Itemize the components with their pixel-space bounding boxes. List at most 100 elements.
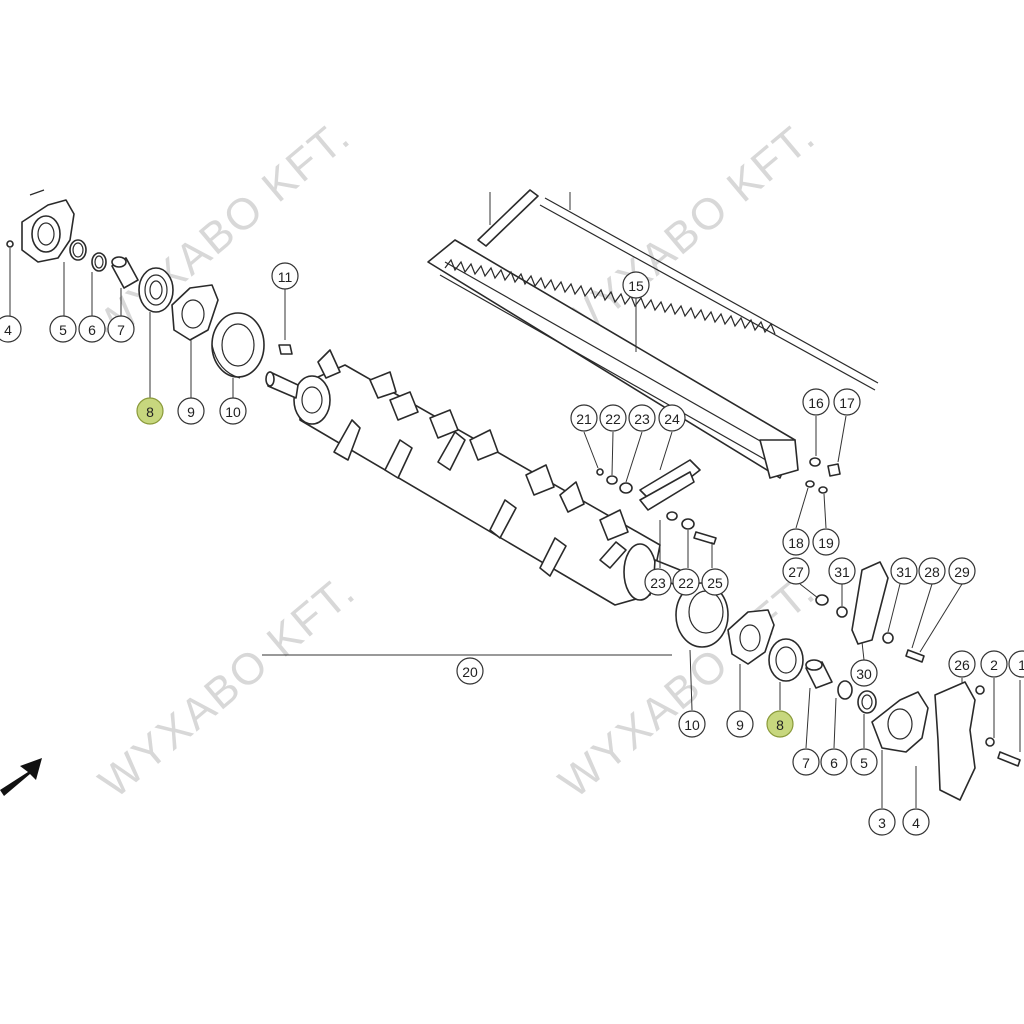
callout-circle (902, 808, 930, 836)
left-bearing (138, 267, 174, 313)
callout-label: 1 (1018, 657, 1024, 673)
callout-circle (678, 710, 706, 738)
callout-label: 20 (462, 664, 478, 680)
callout-label: 3 (878, 815, 886, 831)
callout-label: 9 (187, 404, 195, 420)
callout-label: 28 (924, 564, 940, 580)
callout-label: 8 (146, 404, 154, 420)
callout-label: 30 (856, 666, 872, 682)
callout-circle (948, 650, 976, 678)
callout-circle (850, 748, 878, 776)
callout-18: 18 (782, 528, 810, 556)
callout-4: 4 (0, 315, 22, 343)
callout-circle (980, 650, 1008, 678)
callout-label: 5 (860, 755, 868, 771)
callout-circle (792, 748, 820, 776)
callout-circle (820, 748, 848, 776)
callout-circle (833, 388, 861, 416)
callout-circle (672, 568, 700, 596)
callout-circle (658, 404, 686, 432)
callout-label: 5 (59, 322, 67, 338)
callout-label: 29 (954, 564, 970, 580)
callout-3: 3 (868, 808, 896, 836)
callout-27: 27 (782, 557, 810, 585)
callout-19: 19 (812, 528, 840, 556)
left-cover-ring (211, 312, 265, 378)
callout-circle (918, 557, 946, 585)
callout-circle (456, 657, 484, 685)
callout-label: 26 (954, 657, 970, 673)
callout-circle (107, 315, 135, 343)
callout-16: 16 (802, 388, 830, 416)
right-flange-housing (871, 691, 929, 753)
callout-circle (136, 397, 164, 425)
callout-2: 2 (980, 650, 1008, 678)
pin-11 (278, 288, 293, 355)
callout-circle (782, 557, 810, 585)
callout-22: 22 (672, 568, 700, 596)
callout-circle (644, 568, 672, 596)
right-bearing-flange (727, 609, 775, 665)
callout-1: 1 (1008, 650, 1024, 678)
callout-label: 23 (650, 575, 666, 591)
callout-22: 22 (599, 404, 627, 432)
callout-label: 7 (802, 755, 810, 771)
callout-circle (622, 271, 650, 299)
right-bearing (768, 638, 804, 682)
callout-5: 5 (49, 315, 77, 343)
callout-label: 2 (990, 657, 998, 673)
callout-circle (890, 557, 918, 585)
callout-28: 28 (918, 557, 946, 585)
callout-circle (782, 528, 810, 556)
callout-31: 31 (890, 557, 918, 585)
comb-bar-bracket (477, 189, 539, 247)
callout-circle (868, 808, 896, 836)
rotor-drum (299, 364, 661, 606)
callout-17: 17 (833, 388, 861, 416)
callout-6: 6 (78, 315, 106, 343)
callout-label: 24 (664, 411, 680, 427)
callout-label: 16 (808, 395, 824, 411)
callout-10: 10 (678, 710, 706, 738)
callout-24: 24 (658, 404, 686, 432)
callout-26: 26 (948, 650, 976, 678)
lever-arm-30 (851, 561, 889, 645)
callout-circle (726, 710, 754, 738)
watermark-1: WYXABO KFT. (85, 111, 360, 353)
left-bearing-assembly (6, 189, 265, 398)
left-bearing-flange (171, 284, 219, 341)
callout-circle (828, 557, 856, 585)
callout-25: 25 (701, 568, 729, 596)
callout-circle (78, 315, 106, 343)
callout-21: 21 (570, 404, 598, 432)
callout-label: 4 (4, 322, 12, 338)
callout-label: 10 (684, 717, 700, 733)
callout-circle (701, 568, 729, 596)
watermark-2: WYXABO KFT. (550, 111, 825, 353)
rotor-tines (317, 349, 629, 577)
left-housing-bore (31, 215, 61, 253)
callout-label: 4 (912, 815, 920, 831)
right-bearing-assembly (675, 561, 1021, 808)
callout-circle (49, 315, 77, 343)
callout-5: 5 (850, 748, 878, 776)
callout-31: 31 (828, 557, 856, 585)
callout-30: 30 (850, 659, 878, 687)
callout-circle (850, 659, 878, 687)
callout-circle (812, 528, 840, 556)
callout-circle (0, 315, 22, 343)
callout-label: 22 (605, 411, 621, 427)
callout-11: 11 (271, 262, 299, 290)
callout-23: 23 (644, 568, 672, 596)
callout-label: 22 (678, 575, 694, 591)
callout-6: 6 (820, 748, 848, 776)
callout-label: 17 (839, 395, 855, 411)
callout-label: 9 (736, 717, 744, 733)
callout-circle (766, 710, 794, 738)
callout-20: 20 (456, 657, 484, 685)
callout-label: 31 (896, 564, 912, 580)
callout-label: 6 (830, 755, 838, 771)
right-circlip (837, 680, 853, 700)
